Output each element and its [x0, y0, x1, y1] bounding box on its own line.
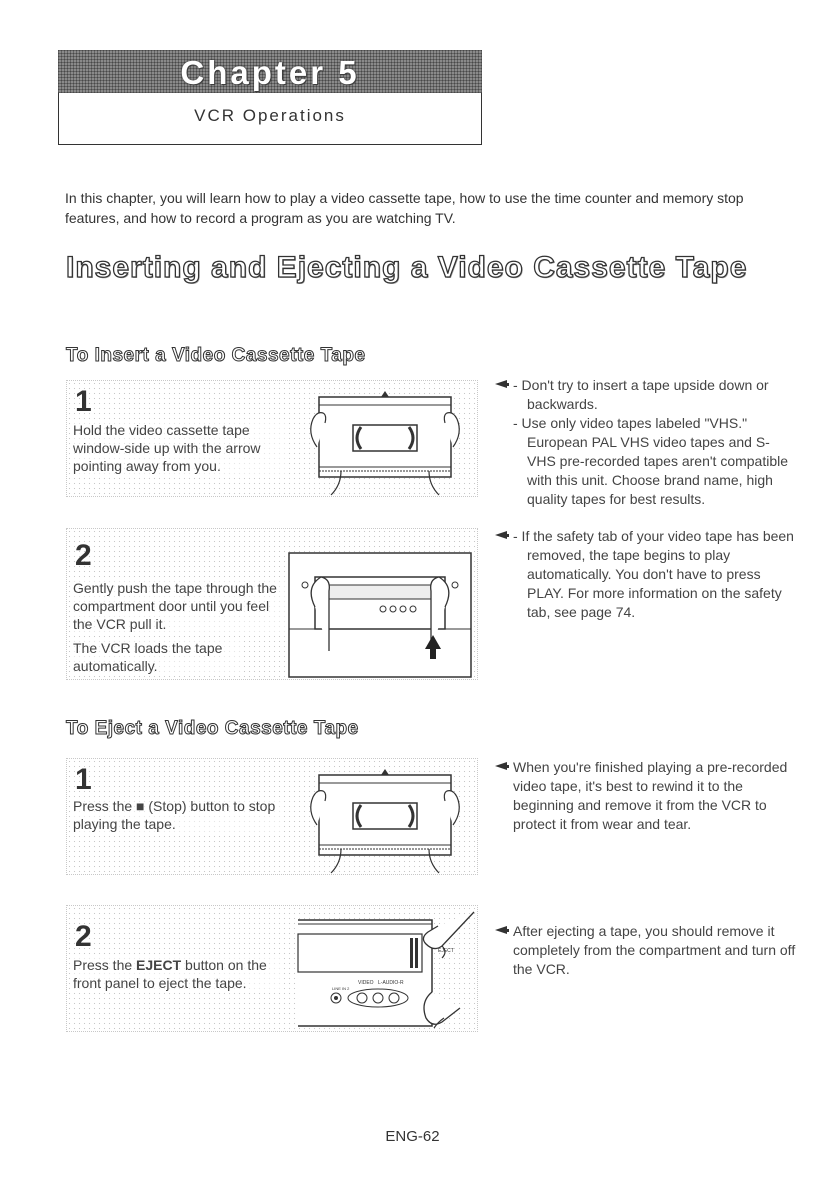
step-number: 2: [75, 539, 92, 572]
chapter-subtitle: VCR Operations: [194, 106, 346, 125]
step-text-before: Press the: [73, 957, 137, 973]
insert-note-1: - Don't try to insert a tape upside down…: [495, 376, 795, 516]
eject-note-1: When you're finished playing a pre-recor…: [495, 758, 795, 858]
cassette-illustration: [310, 391, 460, 496]
step-text-after: (Stop) button to stop playing the tape.: [73, 798, 276, 832]
step-text: Press the EJECT button on the front pane…: [73, 956, 283, 992]
stop-icon: ■: [136, 798, 145, 814]
eject-note-2: After ejecting a tape, you should remove…: [495, 922, 795, 992]
main-heading: Inserting and Ejecting a Video Cassette …: [65, 251, 748, 284]
insert-step-2: 2 Gently push the tape through the compa…: [66, 528, 478, 680]
step-text: Press the ■ (Stop) button to stop playin…: [73, 797, 283, 833]
step-number: 1: [75, 763, 92, 796]
insert-step-1: 1 Hold the video cassette tape window-si…: [66, 380, 478, 497]
vcr-eject-illustration: EJECT VIDEO L-AUDIO-R LINE IN 2: [297, 911, 475, 1029]
step-text-before: Press the: [73, 798, 137, 814]
step-number: 2: [75, 920, 92, 953]
note-line: - If the safety tab of your video tape h…: [513, 528, 794, 620]
note-arrow-icon: [495, 762, 509, 771]
vcr-insert-illustration: [288, 552, 472, 678]
note-arrow-icon: [495, 926, 509, 935]
page-number: ENG-62: [385, 1128, 440, 1145]
audio-panel-label: L-AUDIO-R: [378, 980, 404, 986]
note-text: When you're finished playing a pre-recor…: [513, 759, 788, 832]
chapter-band: [58, 50, 482, 93]
eject-panel-label: EJECT: [438, 948, 454, 954]
chapter-title: Chapter 5: [180, 54, 360, 91]
step-text-after: button on the front panel to eject the t…: [73, 957, 267, 991]
note-arrow-icon: [495, 380, 509, 389]
step-text: Hold the video cassette tape window-side…: [73, 421, 288, 475]
eject-heading: To Eject a Video Cassette Tape: [66, 718, 359, 740]
note-line: - Don't try to insert a tape upside down…: [513, 377, 769, 412]
insert-note-2: - If the safety tab of your video tape h…: [495, 527, 795, 627]
note-arrow-icon: [495, 531, 509, 540]
note-line: - Use only video tapes labeled "VHS." Eu…: [513, 415, 789, 507]
eject-step-2: 2 Press the EJECT button on the front pa…: [66, 905, 478, 1032]
step-text-2: The VCR loads the tape automatically.: [73, 639, 243, 675]
video-panel-label: VIDEO: [358, 980, 374, 986]
step-number: 1: [75, 385, 92, 418]
eject-label: EJECT: [136, 957, 182, 973]
chapter-banner: Chapter 5 VCR Operations: [58, 50, 482, 145]
cassette-illustration: [310, 769, 460, 874]
step-text: Gently push the tape through the compart…: [73, 579, 288, 633]
line-in-panel-label: LINE IN 2: [332, 986, 350, 991]
eject-step-1: 1 Press the ■ (Stop) button to stop play…: [66, 758, 478, 875]
chapter-frame: [58, 93, 482, 145]
note-text: After ejecting a tape, you should remove…: [513, 923, 796, 977]
insert-heading: To Insert a Video Cassette Tape: [66, 345, 366, 367]
intro-paragraph: In this chapter, you will learn how to p…: [65, 190, 744, 226]
